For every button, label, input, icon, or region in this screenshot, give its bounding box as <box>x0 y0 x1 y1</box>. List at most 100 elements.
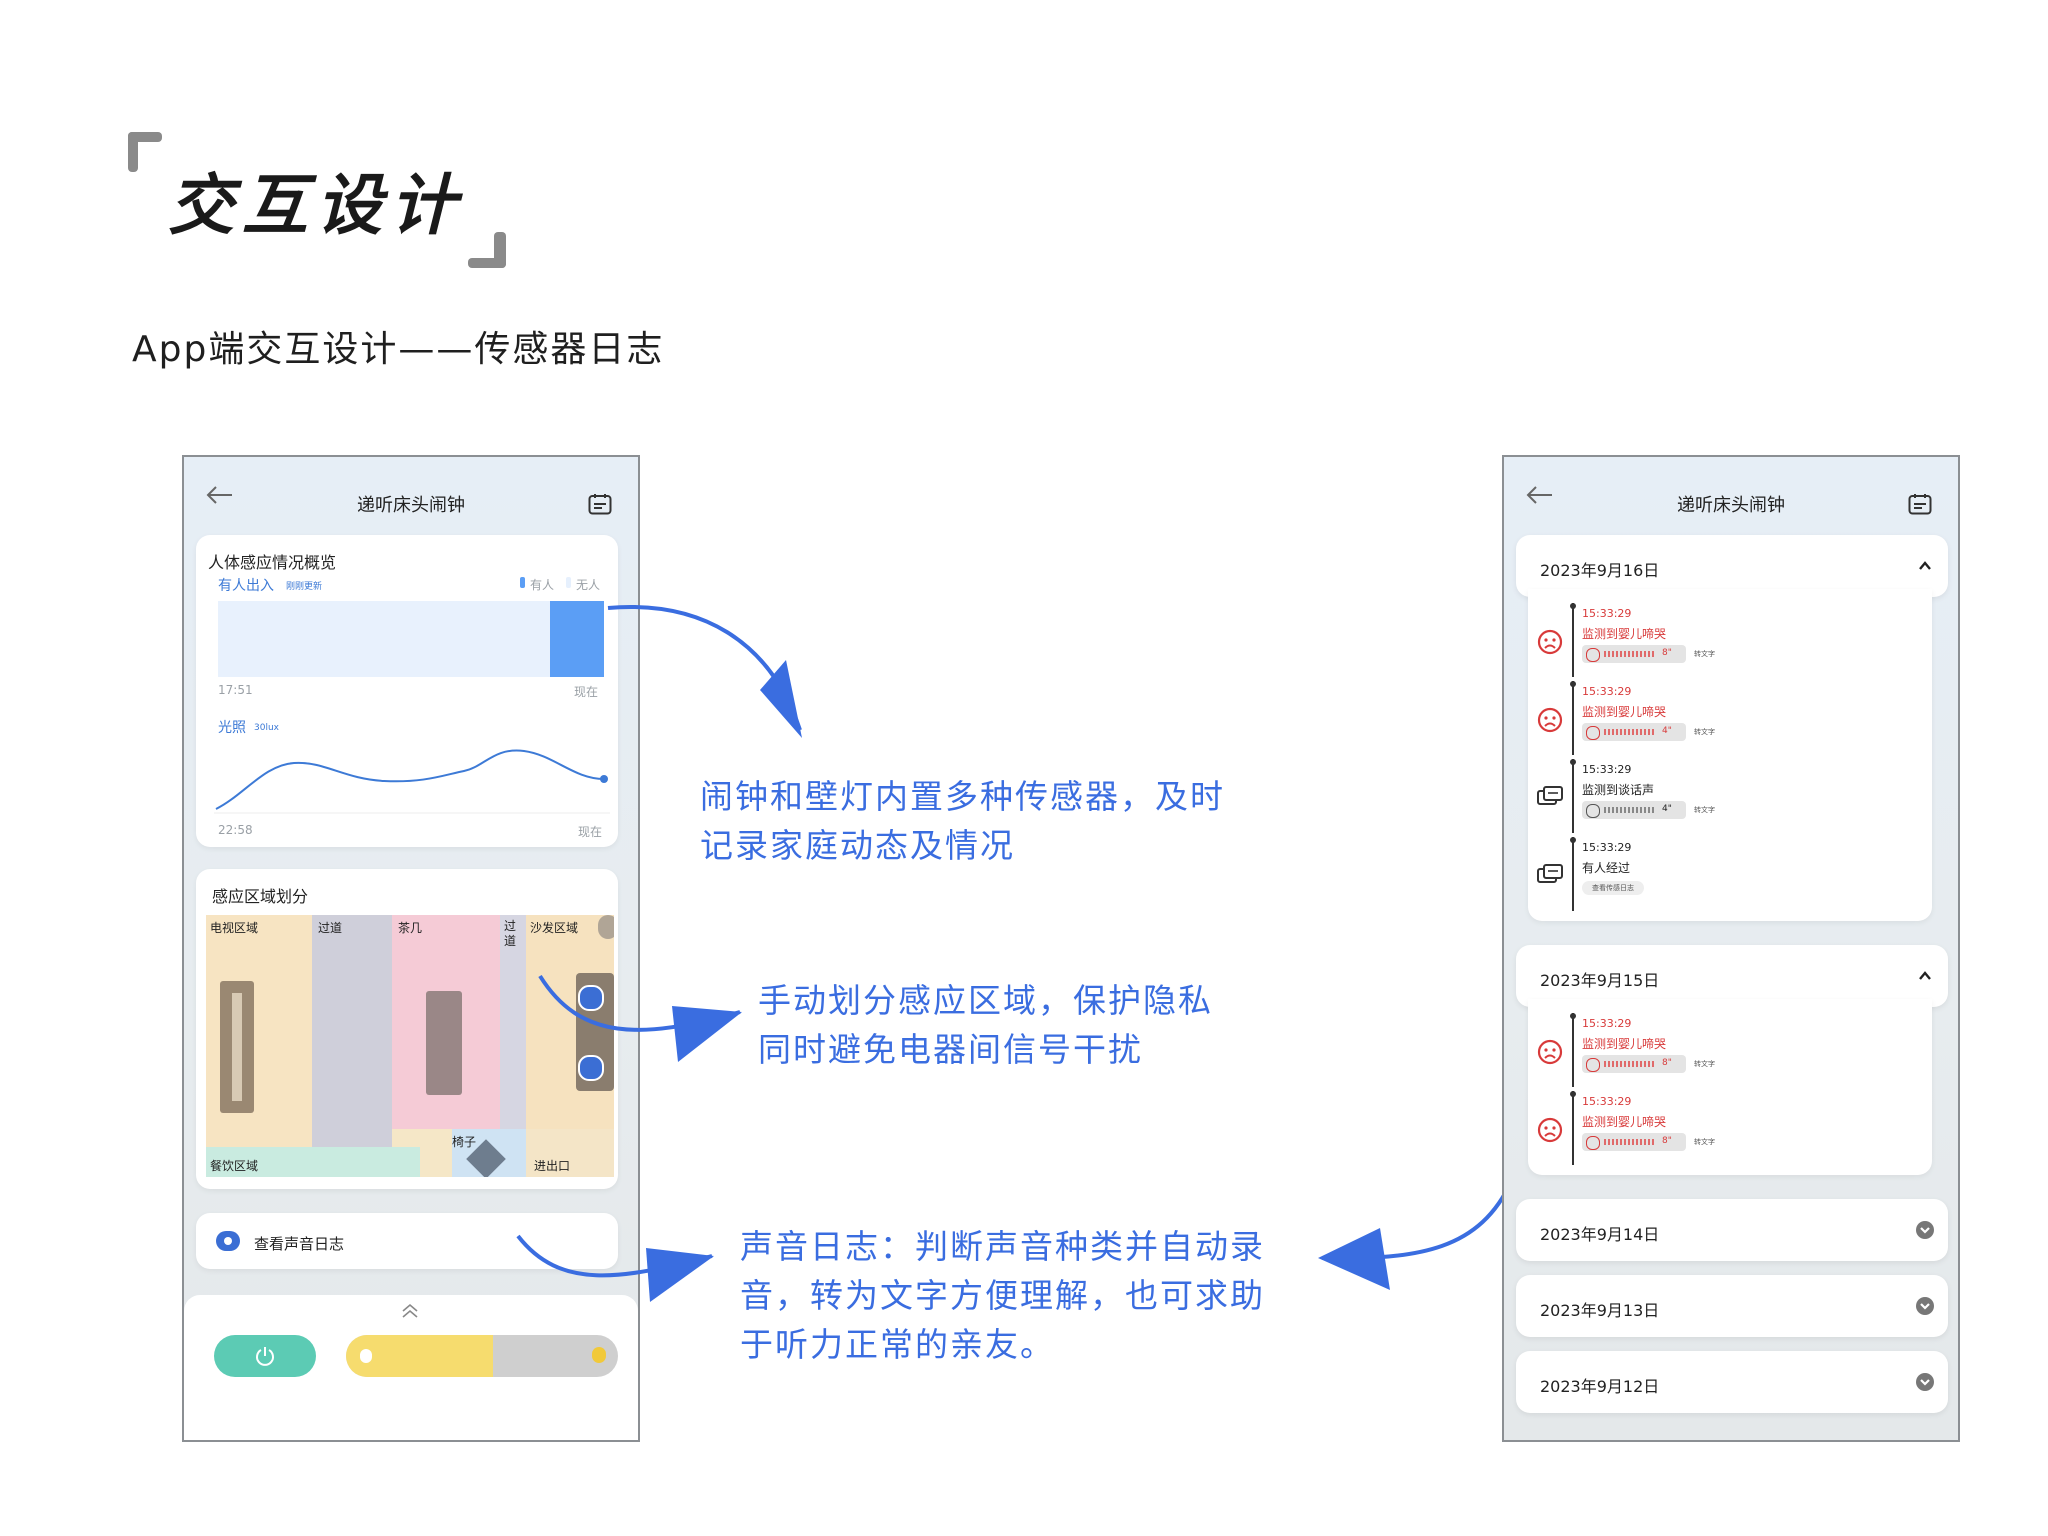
entrance-zone[interactable] <box>526 1129 614 1177</box>
date-header-row[interactable]: 2023年9月12日 <box>1516 1351 1948 1413</box>
legend-present-swatch <box>520 577 525 588</box>
timeline-dot <box>1570 759 1576 765</box>
lamp-icon <box>598 915 614 939</box>
chevron-down-icon[interactable] <box>1916 1373 1934 1391</box>
voice-message-player[interactable]: 8" <box>1582 1133 1686 1151</box>
tv-cabinet-icon <box>220 981 254 1113</box>
voice-duration: 4" <box>1662 726 1672 736</box>
power-icon <box>256 1347 274 1366</box>
transcribe-button[interactable]: 转文字 <box>1694 806 1715 814</box>
crying-baby-icon <box>1536 1039 1564 1065</box>
date-label: 2023年9月13日 <box>1540 1301 1660 1320</box>
title-bracket-left <box>128 132 162 142</box>
floor-plan[interactable]: 电视区域 过道 茶几 过道 沙发区域 椅子 餐饮区域 进出口 <box>206 915 614 1177</box>
zone-label-tv: 电视区域 <box>210 921 259 935</box>
aisle-zone-1[interactable] <box>312 915 392 1177</box>
transcribe-button[interactable]: 转文字 <box>1694 1138 1715 1146</box>
dining-zone[interactable] <box>206 1147 420 1177</box>
log-text: 有人经过 <box>1582 861 1631 875</box>
view-sensor-log-link[interactable]: 查看传感日志 <box>1582 881 1644 895</box>
timeline-dot <box>1570 1091 1576 1097</box>
eye-icon <box>216 1231 240 1251</box>
log-time: 15:33:29 <box>1582 841 1632 854</box>
annotation-line: 手动划分感应区域，保护隐私 <box>758 981 1213 1020</box>
back-arrow-icon[interactable] <box>1526 485 1554 505</box>
chevron-up-icon[interactable] <box>1916 967 1934 985</box>
crying-baby-icon <box>1536 707 1564 733</box>
transcribe-button[interactable]: 转文字 <box>1694 1060 1715 1068</box>
date-header-row[interactable]: 2023年9月15日 <box>1516 945 1948 1007</box>
voice-message-player[interactable]: 4" <box>1582 723 1686 741</box>
voice-duration: 8" <box>1662 648 1672 658</box>
chevron-down-icon[interactable] <box>1916 1221 1934 1239</box>
annotation-line: 记录家庭动态及情况 <box>700 826 1015 865</box>
bulb-dim-icon <box>360 1349 372 1363</box>
transcribe-button[interactable]: 转文字 <box>1694 728 1715 736</box>
waveform-icon <box>1604 651 1656 657</box>
chevron-up-icon[interactable] <box>1916 557 1934 575</box>
log-entry[interactable]: 15:33:29 监测到婴儿啼哭 8" 转文字 <box>1528 1091 1788 1169</box>
log-entry[interactable]: 15:33:29 有人经过查看传感日志 <box>1528 837 1788 915</box>
log-text: 监测到婴儿啼哭 <box>1582 1115 1667 1129</box>
page-title: 交互设计 <box>168 166 464 244</box>
annotation-line: 于听力正常的亲友。 <box>740 1325 1055 1364</box>
voice-message-player[interactable]: 8" <box>1582 1055 1686 1073</box>
annotation-zones: 手动划分感应区域，保护隐私 同时避免电器间信号干扰 <box>758 976 1213 1074</box>
play-icon <box>1586 1058 1600 1072</box>
power-toggle[interactable] <box>214 1335 316 1377</box>
app-title: 递听床头闹钟 <box>1677 495 1785 516</box>
app-title: 递听床头闹钟 <box>357 495 465 516</box>
presence-overview-card: 人体感应情况概览 有人出入 刚刚更新 有人 无人 17:51 现在 光照 30l… <box>196 535 618 847</box>
calendar-icon[interactable] <box>1908 493 1932 515</box>
annotation-sensors: 闹钟和壁灯内置多种传感器，及时 记录家庭动态及情况 <box>700 772 1225 870</box>
legend-absent: 无人 <box>576 578 601 592</box>
log-time: 15:33:29 <box>1582 1017 1632 1030</box>
date-label: 2023年9月15日 <box>1540 971 1660 990</box>
log-text: 监测到婴儿啼哭 <box>1582 627 1667 641</box>
person-icon <box>578 1055 604 1081</box>
timeline-line <box>1572 1091 1574 1165</box>
view-sound-log-button[interactable]: 查看声音日志 <box>196 1213 618 1269</box>
title-bracket-right <box>468 258 506 268</box>
zone-label-sofa: 沙发区域 <box>530 921 579 935</box>
log-text: 监测到谈话声 <box>1582 783 1655 797</box>
waveform-icon <box>1604 1139 1656 1145</box>
zone-label-aisle-2: 过道 <box>504 919 517 948</box>
legend-absent-swatch <box>566 577 571 588</box>
voice-message-player[interactable]: 4" <box>1582 801 1686 819</box>
zone-division-card: 感应区域划分 电视区域 过道 茶几 过道 沙发区域 <box>196 869 618 1189</box>
crying-baby-icon <box>1536 629 1564 655</box>
voice-duration: 8" <box>1662 1058 1672 1068</box>
timeline-line <box>1572 1013 1574 1087</box>
timeline-dot <box>1570 681 1576 687</box>
date-header-row[interactable]: 2023年9月16日 <box>1516 535 1948 597</box>
play-icon <box>1586 726 1600 740</box>
voice-message-player[interactable]: 8" <box>1582 645 1686 663</box>
control-panel <box>184 1295 638 1440</box>
timeline-line <box>1572 603 1574 677</box>
calendar-icon[interactable] <box>588 493 612 515</box>
date-header-row[interactable]: 2023年9月14日 <box>1516 1199 1948 1261</box>
date-header-row[interactable]: 2023年9月13日 <box>1516 1275 1948 1337</box>
play-icon <box>1586 1136 1600 1150</box>
voice-duration: 8" <box>1662 1136 1672 1146</box>
light-start-time: 22:58 <box>218 823 253 837</box>
sound-log-list: 2023年9月16日 15:33:29 监测到婴儿啼哭 8" 转文字 15:33:29 监测… <box>1504 535 1958 1440</box>
brightness-slider[interactable] <box>346 1335 618 1377</box>
expand-up-icon[interactable] <box>400 1303 420 1319</box>
log-time: 15:33:29 <box>1582 1095 1632 1108</box>
zone-label-dining: 餐饮区域 <box>210 1159 259 1173</box>
aisle-zone-2[interactable] <box>500 915 526 1129</box>
chevron-down-icon[interactable] <box>1916 1297 1934 1315</box>
back-arrow-icon[interactable] <box>206 485 234 505</box>
transcribe-button[interactable]: 转文字 <box>1694 650 1715 658</box>
light-latest-point <box>600 775 608 783</box>
log-text: 监测到婴儿啼哭 <box>1582 705 1667 719</box>
annotation-line: 同时避免电器间信号干扰 <box>758 1030 1143 1069</box>
